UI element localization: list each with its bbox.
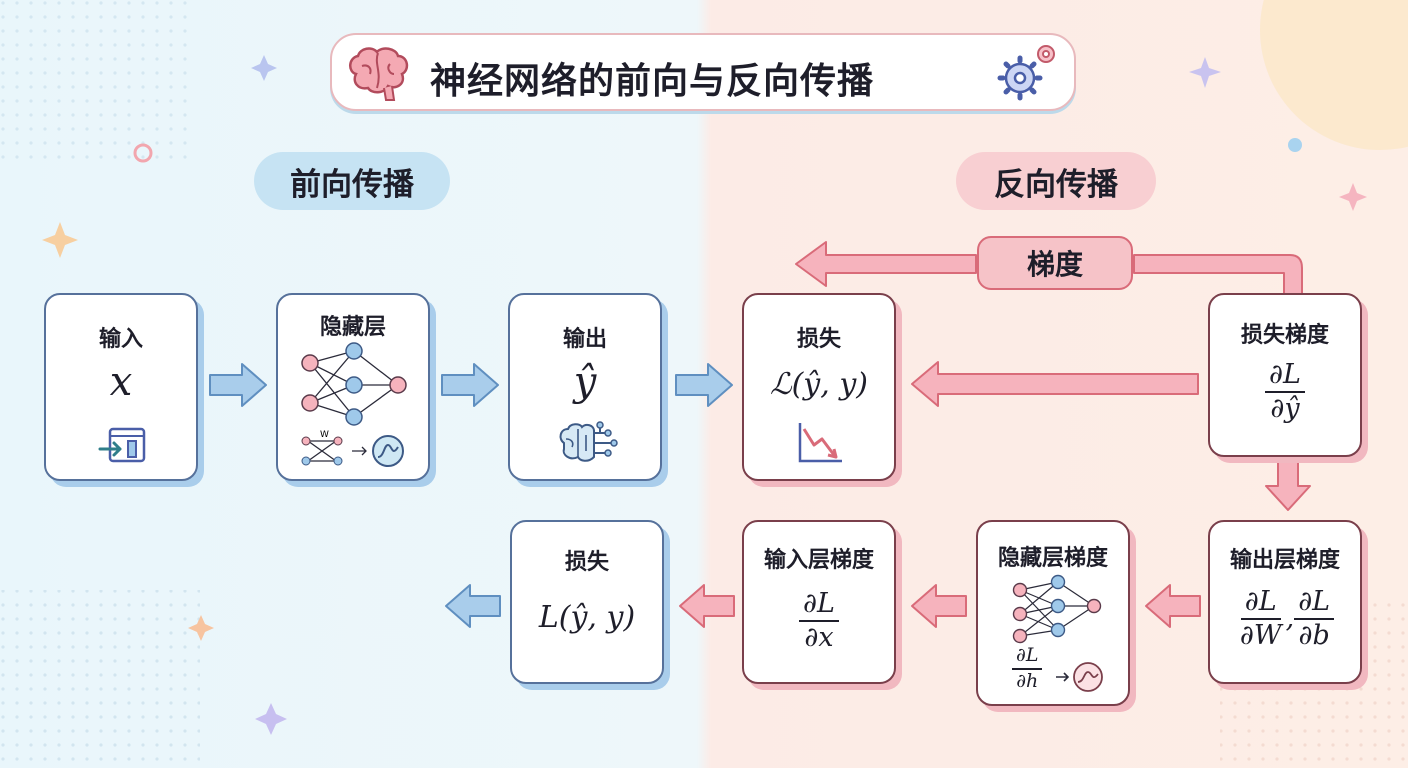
input-gradient-label: 输入层梯度 (763, 548, 874, 573)
loss-label: 损失 (796, 327, 841, 352)
title-banner (330, 33, 1076, 111)
weight-label: W (320, 430, 329, 440)
hidden-gradient-box: 隐藏层梯度 ∂L ∂h (976, 520, 1130, 706)
loss-chart-icon (798, 423, 842, 463)
arrow-input-gradient-to-loss (679, 584, 735, 628)
hidden-gradient-formula: ∂L ∂h (1012, 645, 1043, 692)
output-gradient-box: 输出层梯度 ∂L∂W,∂L∂b (1208, 520, 1362, 684)
activation-icon (1056, 662, 1103, 692)
brain-icon (349, 47, 409, 101)
final-loss-box: 损失 L(ŷ, y) (510, 520, 664, 684)
hidden-gradient-label: 隐藏层梯度 (997, 546, 1108, 571)
arrow-input-to-hidden (209, 363, 267, 407)
page-title: 神经网络的前向与反向传播 (430, 61, 875, 102)
arrow-to-final-loss (445, 584, 501, 628)
arrow-output-to-loss (675, 363, 733, 407)
input-label: 输入 (98, 327, 143, 352)
gradient-label: 梯度 (977, 236, 1133, 290)
arrow-hidden-to-output (441, 363, 499, 407)
arrow-gradient-loop (1133, 254, 1303, 297)
hidden-layer-label: 隐藏层 (319, 315, 386, 340)
final-loss-label: 损失 (564, 550, 609, 575)
input-box: 输入 x (44, 293, 198, 481)
input-symbol: x (109, 359, 133, 405)
loss-symbol: ℒ(ŷ, y) (770, 367, 868, 402)
input-gradient-box: 输入层梯度 ∂L ∂x (742, 520, 896, 684)
brain-circuit-icon (559, 421, 618, 462)
arrow-hidden-to-input-gradient (911, 584, 967, 628)
loss-gradient-label: 损失梯度 (1240, 323, 1329, 348)
output-label: 输出 (562, 327, 607, 352)
hidden-gradient-network-icon (1012, 574, 1102, 644)
arrow-loss-gradient-down (1265, 461, 1311, 511)
hidden-layer-box: 隐藏层 W (276, 293, 430, 481)
final-loss-symbol: L(ŷ, y) (538, 600, 636, 635)
arrow-output-to-hidden-gradient (1145, 584, 1201, 628)
backward-propagation-label: 反向传播 (956, 152, 1156, 210)
input-data-icon (98, 427, 146, 463)
loss-gradient-formula: ∂L ∂ŷ (1265, 360, 1305, 424)
output-gradient-formula: ∂L∂W,∂L∂b (1210, 587, 1360, 651)
output-box: 输出 ŷ (508, 293, 662, 481)
output-gradient-label: 输出层梯度 (1229, 548, 1340, 573)
neural-network-icon: W (301, 342, 407, 467)
gear-icon (997, 45, 1055, 101)
output-symbol: ŷ (573, 359, 597, 405)
loss-box: 损失 ℒ(ŷ, y) (742, 293, 896, 481)
arrow-gradient-left (795, 241, 977, 287)
input-gradient-formula: ∂L ∂x (799, 589, 839, 653)
forward-propagation-label: 前向传播 (254, 152, 450, 210)
arrow-loss-gradient-to-loss (911, 361, 1199, 407)
loss-gradient-box: 损失梯度 ∂L ∂ŷ (1208, 293, 1362, 457)
